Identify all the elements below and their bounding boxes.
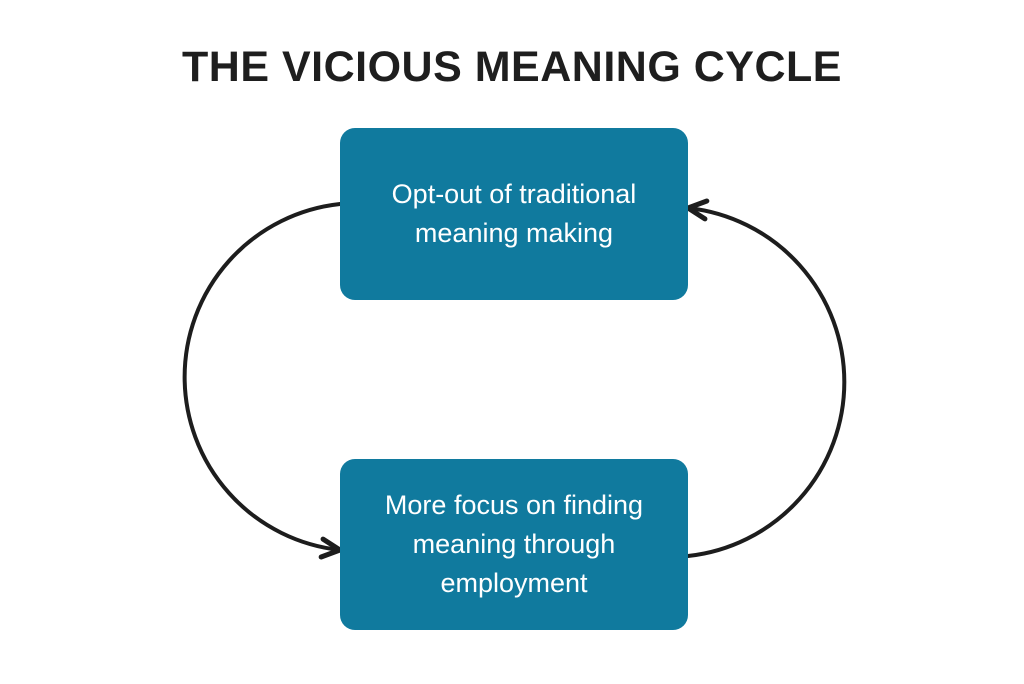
node-employment-focus-label: More focus on finding meaning through em…: [384, 490, 644, 598]
node-opt-out: Opt-out of traditional meaning making: [340, 128, 688, 300]
page-title: THE VICIOUS MEANING CYCLE: [182, 43, 842, 91]
curved-arrow-left-icon: [182, 202, 346, 560]
node-employment-focus: More focus on finding meaning through em…: [340, 459, 688, 630]
curved-arrow-right-icon: [682, 198, 847, 558]
node-opt-out-label: Opt-out of traditional meaning making: [391, 179, 637, 248]
